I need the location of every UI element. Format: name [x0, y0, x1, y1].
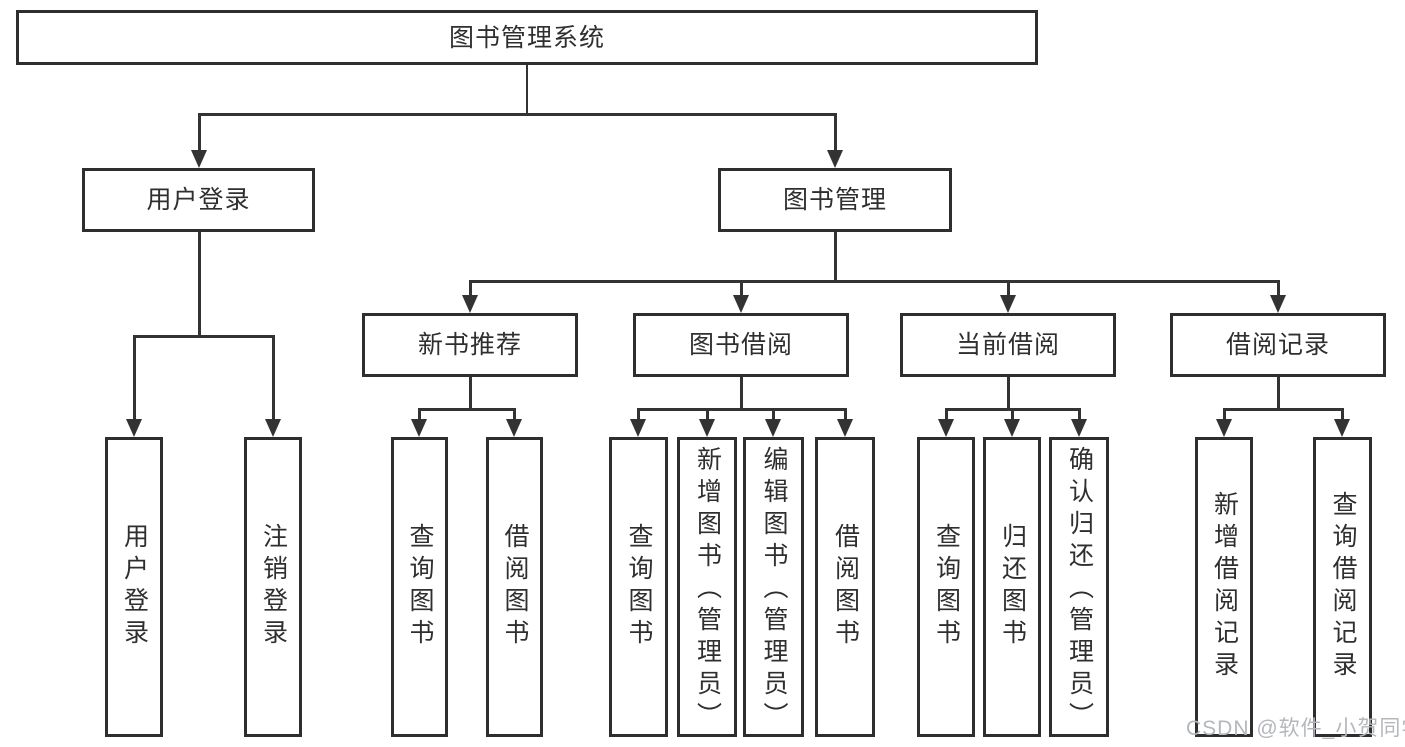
leaf-add-book-admin: 新增图书（管理员）: [677, 437, 737, 737]
connector-line: [198, 113, 836, 116]
arrowhead-down-icon: [765, 419, 781, 437]
connector-line: [198, 232, 201, 335]
leaf-query-books-borrow: 查询图书: [609, 437, 668, 737]
connector-line: [772, 408, 775, 421]
arrowhead-down-icon: [506, 419, 522, 437]
connector-line: [272, 335, 275, 421]
arrowhead-down-icon: [837, 419, 853, 437]
node-user-login: 用户登录: [82, 168, 315, 232]
arrowhead-down-icon: [1004, 419, 1020, 437]
node-borrow-records: 借阅记录: [1170, 313, 1386, 377]
leaf-borrow-books: 借阅图书: [815, 437, 875, 737]
connector-line: [418, 408, 421, 421]
leaf-edit-book-admin: 编辑图书（管理员）: [743, 437, 804, 737]
connector-line: [1078, 408, 1081, 421]
connector-line: [740, 280, 743, 297]
leaf-query-borrow-record: 查询借阅记录: [1313, 437, 1372, 737]
connector-line: [1007, 377, 1010, 408]
arrowhead-down-icon: [1071, 419, 1087, 437]
node-current-borrow: 当前借阅: [900, 313, 1116, 377]
arrowhead-down-icon: [1334, 419, 1350, 437]
arrowhead-down-icon: [630, 419, 646, 437]
connector-line: [469, 280, 472, 297]
connector-line: [133, 335, 274, 338]
leaf-query-books-recommend: 查询图书: [391, 437, 448, 737]
leaf-borrow-books-recommend: 借阅图书: [486, 437, 543, 737]
connector-line: [637, 408, 640, 421]
connector-line: [198, 113, 201, 151]
connector-line: [637, 408, 845, 411]
connector-line: [706, 408, 709, 421]
leaf-return-book: 归还图书: [983, 437, 1041, 737]
connector-line: [469, 377, 472, 408]
arrowhead-down-icon: [699, 419, 715, 437]
csdn-watermark: CSDN @软件_小贺同学: [1186, 717, 1405, 740]
connector-line: [1011, 408, 1014, 421]
connector-line: [1223, 408, 1343, 411]
leaf-confirm-return-admin: 确认归还（管理员）: [1049, 437, 1109, 737]
arrowhead-down-icon: [1000, 295, 1016, 313]
connector-line: [945, 408, 948, 421]
leaf-query-books-current: 查询图书: [917, 437, 975, 737]
connector-line: [1277, 280, 1280, 297]
connector-line: [740, 377, 743, 408]
node-book-management: 图书管理: [718, 168, 952, 232]
arrowhead-down-icon: [938, 419, 954, 437]
connector-line: [419, 408, 515, 411]
arrowhead-down-icon: [733, 295, 749, 313]
arrowhead-down-icon: [126, 419, 142, 437]
connector-line: [1007, 280, 1010, 297]
connector-line: [1223, 408, 1226, 421]
arrowhead-down-icon: [1216, 419, 1232, 437]
arrowhead-down-icon: [265, 419, 281, 437]
connector-line: [525, 65, 528, 113]
node-new-book-recommend: 新书推荐: [362, 313, 578, 377]
connector-line: [834, 232, 837, 280]
connector-line: [1341, 408, 1344, 421]
connector-line: [844, 408, 847, 421]
connector-line: [133, 335, 136, 421]
connector-line: [834, 113, 837, 151]
connector-line: [513, 408, 516, 421]
arrowhead-down-icon: [827, 150, 843, 168]
connector-line: [1277, 377, 1280, 408]
arrowhead-down-icon: [411, 419, 427, 437]
arrowhead-down-icon: [191, 150, 207, 168]
arrowhead-down-icon: [1270, 295, 1286, 313]
leaf-logout: 注销登录: [244, 437, 302, 737]
node-book-borrow: 图书借阅: [633, 313, 849, 377]
arrowhead-down-icon: [462, 295, 478, 313]
leaf-add-borrow-record: 新增借阅记录: [1195, 437, 1253, 737]
leaf-user-login: 用户登录: [105, 437, 163, 737]
connector-line: [470, 280, 1278, 283]
node-root: 图书管理系统: [16, 10, 1038, 65]
